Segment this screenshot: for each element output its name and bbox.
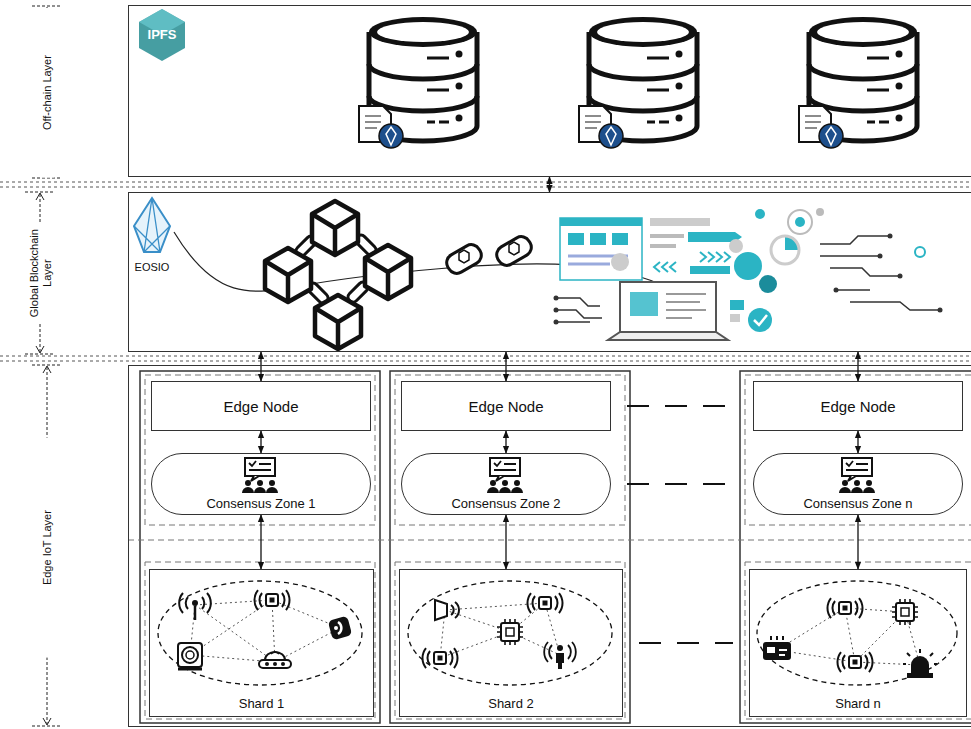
node-label: Edge Node: [820, 398, 895, 415]
edge-node-box: Edge Node: [753, 381, 963, 431]
node-label: Edge Node: [223, 398, 298, 415]
double-arrow: [505, 515, 506, 569]
double-arrow: [549, 177, 550, 192]
dashed-link: [627, 483, 737, 485]
edge-node-box: Edge Node: [401, 381, 611, 431]
dashed-link: [627, 405, 737, 407]
dashed-link: [639, 642, 733, 644]
node-label: Consensus Zone 2: [451, 496, 560, 511]
logo-caption: EOSIO: [124, 261, 180, 273]
double-arrow: [857, 431, 858, 453]
layer-title: Off-chain Layer: [41, 7, 54, 177]
layer-title: Edge IoT Layer: [41, 437, 54, 657]
node-label: Consensus Zone 1: [206, 496, 315, 511]
double-arrow: [505, 431, 506, 453]
double-arrow: [260, 352, 261, 381]
double-arrow: [857, 515, 858, 569]
node-label: Edge Node: [468, 398, 543, 415]
layer-panel: Global Blockchain Layer: [128, 192, 971, 352]
node-label: Shard 2: [488, 696, 534, 711]
consensus-zone: Consensus Zone 1: [151, 453, 371, 515]
edge-node-box: Edge Node: [151, 381, 371, 431]
shard-box: Shard n: [749, 569, 967, 717]
shard-box: Shard 1: [149, 569, 374, 717]
node-label: Shard n: [835, 696, 881, 711]
layer-panel: Edge NodeConsensus Zone 1 Shard 1 Edge Nod…: [128, 365, 971, 727]
double-arrow: [260, 515, 261, 569]
double-arrow: [505, 352, 506, 381]
layer-panel: Off-chain Layer: [128, 5, 971, 177]
node-label: Consensus Zone n: [803, 496, 912, 511]
node-label: Shard 1: [239, 696, 285, 711]
consensus-zone: Consensus Zone 2: [401, 453, 611, 515]
double-arrow: [260, 431, 261, 453]
layer-title: Global Blockchain Layer: [28, 223, 54, 323]
double-arrow: [857, 352, 858, 381]
consensus-zone: Consensus Zone n: [753, 453, 963, 515]
logo-text: IPFS: [139, 27, 185, 42]
shard-box: Shard 2: [399, 569, 623, 717]
